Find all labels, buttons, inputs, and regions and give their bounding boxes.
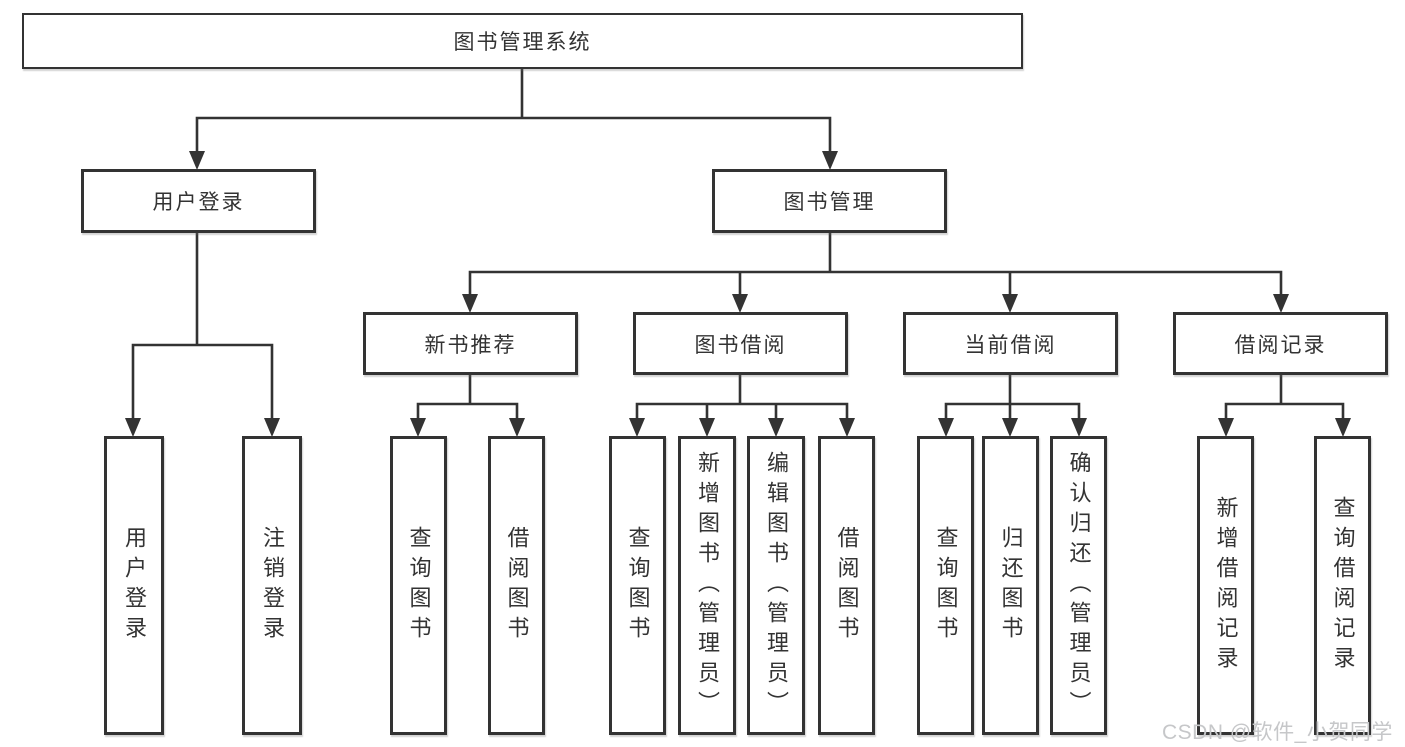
connector-level3-drops <box>738 272 1012 300</box>
node-book-borrow: 图书借阅 <box>633 312 848 375</box>
node-label: 注销登录 <box>260 525 285 646</box>
node-library-system: 图书管理系统 <box>22 13 1023 69</box>
leaf-borrow-books: 借阅图书 <box>818 436 875 735</box>
node-label: 新书推荐 <box>424 333 517 357</box>
leaf-query-books-recommend: 查询图书 <box>390 436 447 735</box>
leaf-add-book-admin: 新增图书（管理员） <box>678 436 736 735</box>
node-current-borrow: 当前借阅 <box>903 312 1118 375</box>
connector-bookborrow-bar <box>635 402 849 424</box>
leaf-add-borrow-record: 新增借阅记录 <box>1197 436 1254 735</box>
node-label: 归还图书 <box>998 525 1024 646</box>
node-new-book-recommend: 新书推荐 <box>363 312 578 375</box>
leaf-confirm-return-admin: 确认归还（管理员） <box>1050 436 1107 735</box>
node-label: 借阅记录 <box>1234 333 1327 357</box>
node-label: 查询图书 <box>406 525 432 646</box>
leaf-user-login: 用户登录 <box>104 436 164 735</box>
node-label: 用户登录 <box>122 525 147 646</box>
leaf-query-borrow-record: 查询借阅记录 <box>1314 436 1371 735</box>
node-label: 图书管理 <box>783 191 876 214</box>
node-label: 查询图书 <box>933 525 959 646</box>
node-label: 新增借阅记录 <box>1213 495 1239 676</box>
connector-level3-bar <box>468 270 1283 300</box>
leaf-query-books-borrow: 查询图书 <box>609 436 666 735</box>
node-label: 查询图书 <box>625 525 651 646</box>
node-user-login: 用户登录 <box>81 169 316 233</box>
leaf-query-books-current: 查询图书 <box>917 436 974 735</box>
node-label: 用户登录 <box>152 191 245 214</box>
node-label: 新增图书（管理员） <box>695 450 720 721</box>
connector-bookborrow-drops <box>705 404 778 424</box>
leaf-edit-book-admin: 编辑图书（管理员） <box>747 436 805 735</box>
node-borrow-records: 借阅记录 <box>1173 312 1388 375</box>
node-label: 借阅图书 <box>504 525 530 646</box>
node-label: 确认归还（管理员） <box>1066 450 1092 721</box>
connector-userlogin-bar <box>131 343 274 424</box>
node-label: 当前借阅 <box>964 333 1057 357</box>
watermark: CSDN @软件_小贺同学 <box>1162 721 1393 744</box>
connector-level2-bar <box>195 116 832 156</box>
leaf-return-book: 归还图书 <box>982 436 1039 735</box>
connector-newbook-bar <box>416 402 519 424</box>
connector-records-bar <box>1224 402 1345 424</box>
node-book-management: 图书管理 <box>712 169 947 233</box>
leaf-borrow-books-recommend: 借阅图书 <box>488 436 545 735</box>
node-label: 编辑图书（管理员） <box>764 450 789 721</box>
node-label: 图书管理系统 <box>453 31 592 54</box>
node-label: 图书借阅 <box>694 333 787 357</box>
node-label: 查询借阅记录 <box>1330 495 1356 676</box>
node-label: 借阅图书 <box>834 525 860 646</box>
leaf-logout: 注销登录 <box>242 436 302 735</box>
arrowheads <box>125 151 1351 437</box>
connector-currentborrow-bar <box>944 402 1081 424</box>
